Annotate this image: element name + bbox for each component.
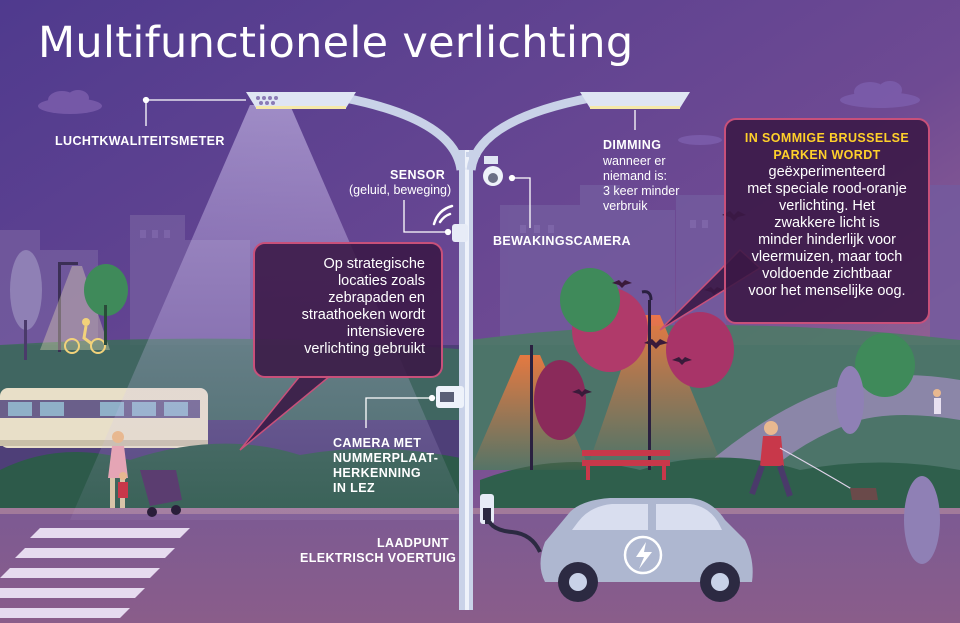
plate-line-4: IN LEZ	[333, 481, 375, 495]
callout-right-highlight: IN SOMMIGE BRUSSELSE	[744, 131, 910, 145]
jogger-with-dog	[749, 421, 878, 500]
callout-right-line: voor het menselijke oog.	[748, 283, 906, 299]
callout-right-line: minder hinderlijk voor	[758, 232, 896, 248]
callout-strategic-lighting: Op strategische locaties zoals zebrapade…	[253, 242, 443, 378]
dimming-line-2: niemand is:	[603, 169, 667, 183]
callout-right-line: voldoende zichtbaar	[762, 266, 892, 282]
pedestrian-with-stroller	[108, 431, 182, 517]
callout-right-line: verlichting. Het	[779, 198, 875, 214]
callout-left-line: verlichting gebruikt	[304, 341, 425, 357]
callout-brussels-parks: IN SOMMIGE BRUSSELSE PARKEN WORDT geëxpe…	[724, 118, 930, 324]
callout-right-line: zwakkere licht is	[774, 215, 880, 231]
callout-right-line: met speciale rood-oranje	[747, 181, 907, 197]
dimming-line-3: 3 keer minder	[603, 184, 680, 198]
label-camera: BEWAKINGSCAMERA	[493, 234, 631, 248]
label-air-quality: LUCHTKWALITEITSMETER	[55, 134, 225, 148]
lamp-post	[246, 92, 690, 610]
callout-left-line: straathoeken wordt	[301, 307, 425, 323]
label-sensor-sub: (geluid, beweging)	[349, 183, 452, 197]
label-dimming: DIMMING	[603, 138, 662, 152]
callout-right-line: vleermuizen, maar toch	[751, 249, 903, 265]
callout-left-line: intensievere	[346, 324, 425, 340]
dimming-line-1: wanneer er	[603, 154, 666, 168]
plate-line-2: NUMMERPLAAT-	[333, 451, 439, 465]
cloud-icon	[38, 81, 920, 145]
label-sensor: SENSOR	[390, 168, 446, 182]
callout-right-highlight: PARKEN WORDT	[773, 148, 881, 162]
wifi-signal-icon	[432, 204, 454, 226]
page-title: Multifunctionele verlichting	[38, 18, 634, 68]
callout-left-line: zebrapaden en	[328, 290, 425, 306]
callout-right-line: geëxperimenteerd	[768, 164, 886, 180]
charge-line-2: ELEKTRISCH VOERTUIG	[300, 551, 457, 565]
cyclist	[64, 318, 106, 354]
plate-line-3: HERKENNING	[333, 466, 422, 480]
lightning-icon	[636, 542, 652, 569]
electric-car	[483, 498, 753, 602]
charge-line-1: LAADPUNT	[377, 536, 449, 550]
callout-left-line: locaties zoals	[337, 273, 425, 289]
dimming-line-4: verbruik	[603, 199, 648, 213]
callout-left-line: Op strategische	[323, 256, 425, 272]
plate-line-1: CAMERA MET	[333, 436, 422, 450]
